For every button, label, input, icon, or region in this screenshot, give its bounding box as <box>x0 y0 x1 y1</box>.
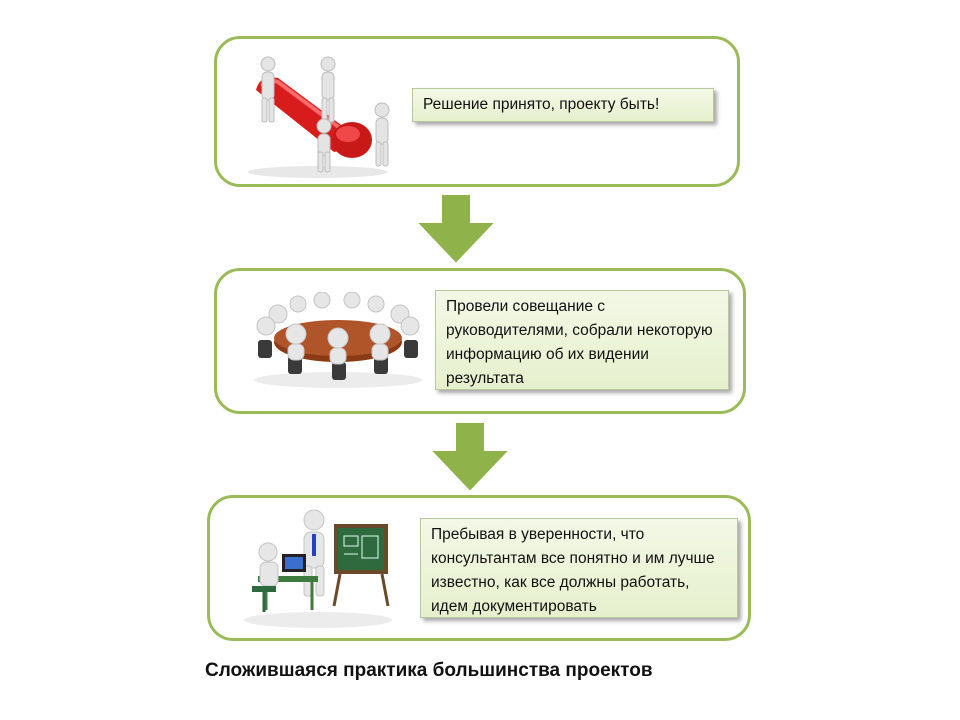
stage-3-note: Пребывая в уверенности, что консультанта… <box>420 518 738 618</box>
people-carrying-exclamation-icon <box>248 56 390 178</box>
stage-1-note: Решение принято, проекту быть! <box>412 88 714 122</box>
down-arrow-icon <box>414 193 498 266</box>
diagram-caption: Сложившаяся практика большинства проекто… <box>205 660 653 681</box>
stage-2-note: Провели совещание с руководителями, собр… <box>435 290 729 390</box>
meeting-table-icon <box>254 292 422 388</box>
presenter-chalkboard-icon <box>244 509 392 628</box>
down-arrow-icon <box>428 421 512 494</box>
